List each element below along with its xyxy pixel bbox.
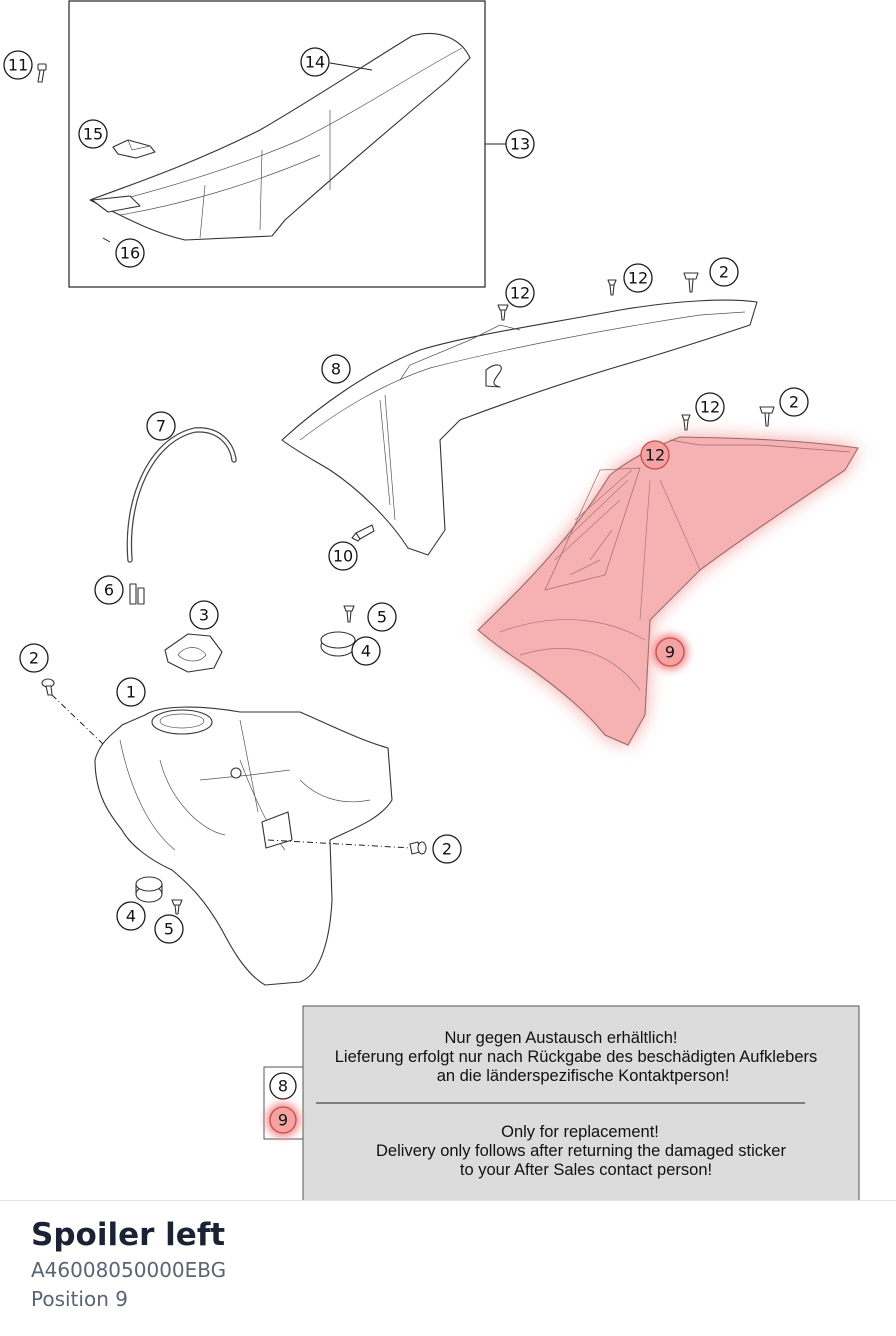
callout-2-d[interactable]: 2 bbox=[432, 834, 462, 864]
callout-12-b[interactable]: 12 bbox=[623, 263, 653, 293]
svg-text:12: 12 bbox=[628, 269, 648, 288]
svg-text:5: 5 bbox=[164, 920, 174, 939]
svg-text:6: 6 bbox=[104, 581, 114, 600]
callout-5-a[interactable]: 5 bbox=[367, 602, 397, 632]
svg-text:10: 10 bbox=[333, 547, 353, 566]
notice-en-line-1: Only for replacement! bbox=[501, 1123, 659, 1141]
svg-text:2: 2 bbox=[719, 263, 729, 282]
screw-11-part[interactable] bbox=[37, 63, 47, 83]
screws-2-part[interactable] bbox=[683, 272, 775, 427]
screw-2-tank-part[interactable] bbox=[409, 841, 427, 855]
svg-text:12: 12 bbox=[700, 398, 720, 417]
svg-text:13: 13 bbox=[510, 135, 530, 154]
callout-12-d[interactable]: 12 bbox=[640, 440, 670, 470]
notice-box: Nur gegen Austausch erhältlich! Lieferun… bbox=[302, 1005, 860, 1200]
callout-11[interactable]: 11 bbox=[3, 50, 33, 80]
screw-5-lower-part[interactable] bbox=[171, 899, 183, 915]
callout-4-a[interactable]: 4 bbox=[351, 636, 381, 666]
svg-text:8: 8 bbox=[278, 1077, 288, 1096]
svg-text:12: 12 bbox=[510, 284, 530, 303]
svg-text:9: 9 bbox=[278, 1111, 288, 1130]
fuel-tank-part[interactable] bbox=[94, 706, 393, 986]
callout-16[interactable]: 16 bbox=[115, 238, 145, 268]
callout-2-a[interactable]: 2 bbox=[709, 257, 739, 287]
part-number: A46008050000EBG bbox=[31, 1258, 227, 1282]
svg-text:15: 15 bbox=[83, 125, 103, 144]
svg-text:8: 8 bbox=[331, 360, 341, 379]
part-position: Position 9 bbox=[31, 1287, 128, 1311]
notice-applies-to: 8 9 bbox=[263, 1066, 304, 1140]
notice-callout-9[interactable]: 9 bbox=[269, 1106, 297, 1134]
part-info-panel: Spoiler left A46008050000EBG Position 9 bbox=[0, 1200, 896, 1336]
svg-text:9: 9 bbox=[665, 643, 675, 662]
svg-text:7: 7 bbox=[156, 417, 166, 436]
callout-5-b[interactable]: 5 bbox=[154, 914, 184, 944]
spoiler-left-highlighted-part[interactable] bbox=[477, 436, 859, 746]
bushing-upper-part[interactable] bbox=[320, 631, 356, 657]
fuel-cap-part[interactable] bbox=[164, 633, 223, 673]
clip-6-part[interactable] bbox=[129, 583, 145, 605]
svg-text:4: 4 bbox=[126, 907, 136, 926]
svg-text:14: 14 bbox=[305, 53, 325, 72]
notice-de-line-3: an die länderspezifische Kontaktperson! bbox=[437, 1067, 730, 1085]
svg-text:4: 4 bbox=[361, 642, 371, 661]
callout-10[interactable]: 10 bbox=[328, 541, 358, 571]
callout-2-b[interactable]: 2 bbox=[779, 387, 809, 417]
notice-callout-8[interactable]: 8 bbox=[269, 1072, 297, 1100]
callout-9[interactable]: 9 bbox=[655, 637, 685, 667]
callout-4-b[interactable]: 4 bbox=[116, 901, 146, 931]
svg-text:3: 3 bbox=[199, 606, 209, 625]
screw-10-part[interactable] bbox=[351, 524, 375, 542]
screw-2-left-part[interactable] bbox=[41, 678, 55, 696]
bushing-lower-part[interactable] bbox=[135, 876, 163, 903]
callout-7[interactable]: 7 bbox=[146, 411, 176, 441]
svg-text:12: 12 bbox=[645, 446, 665, 465]
hose-part[interactable] bbox=[126, 427, 237, 563]
callout-12-c[interactable]: 12 bbox=[695, 392, 725, 422]
notice-en-line-2: Delivery only follows after returning th… bbox=[376, 1142, 786, 1160]
notice-en-line-3: to your After Sales contact person! bbox=[460, 1161, 712, 1179]
svg-text:1: 1 bbox=[126, 683, 136, 702]
callout-14[interactable]: 14 bbox=[300, 47, 330, 77]
svg-text:11: 11 bbox=[8, 56, 28, 75]
callout-2-c[interactable]: 2 bbox=[19, 643, 49, 673]
seat-part[interactable] bbox=[89, 32, 471, 241]
part-name: Spoiler left bbox=[31, 1217, 226, 1253]
callout-6[interactable]: 6 bbox=[94, 575, 124, 605]
side-cover-right-part[interactable] bbox=[281, 299, 758, 556]
exploded-parts-diagram: 11 14 15 13 16 12 12 2 8 12 2 7 12 10 6 … bbox=[3, 0, 860, 1200]
notice-de-line-1: Nur gegen Austausch erhältlich! bbox=[445, 1029, 678, 1047]
notice-de-line-2: Lieferung erfolgt nur nach Rückgabe des … bbox=[335, 1048, 818, 1066]
seat-clip-part[interactable] bbox=[112, 139, 156, 159]
svg-text:5: 5 bbox=[377, 608, 387, 627]
svg-text:2: 2 bbox=[29, 649, 39, 668]
callout-3[interactable]: 3 bbox=[189, 600, 219, 630]
callout-12-a[interactable]: 12 bbox=[505, 278, 535, 308]
svg-text:2: 2 bbox=[442, 840, 452, 859]
callout-15[interactable]: 15 bbox=[78, 119, 108, 149]
callout-1[interactable]: 1 bbox=[116, 677, 146, 707]
callout-8[interactable]: 8 bbox=[321, 354, 351, 384]
callout-13[interactable]: 13 bbox=[505, 129, 535, 159]
svg-text:16: 16 bbox=[120, 244, 140, 263]
screw-5-upper-part[interactable] bbox=[343, 605, 355, 623]
svg-text:2: 2 bbox=[789, 393, 799, 412]
